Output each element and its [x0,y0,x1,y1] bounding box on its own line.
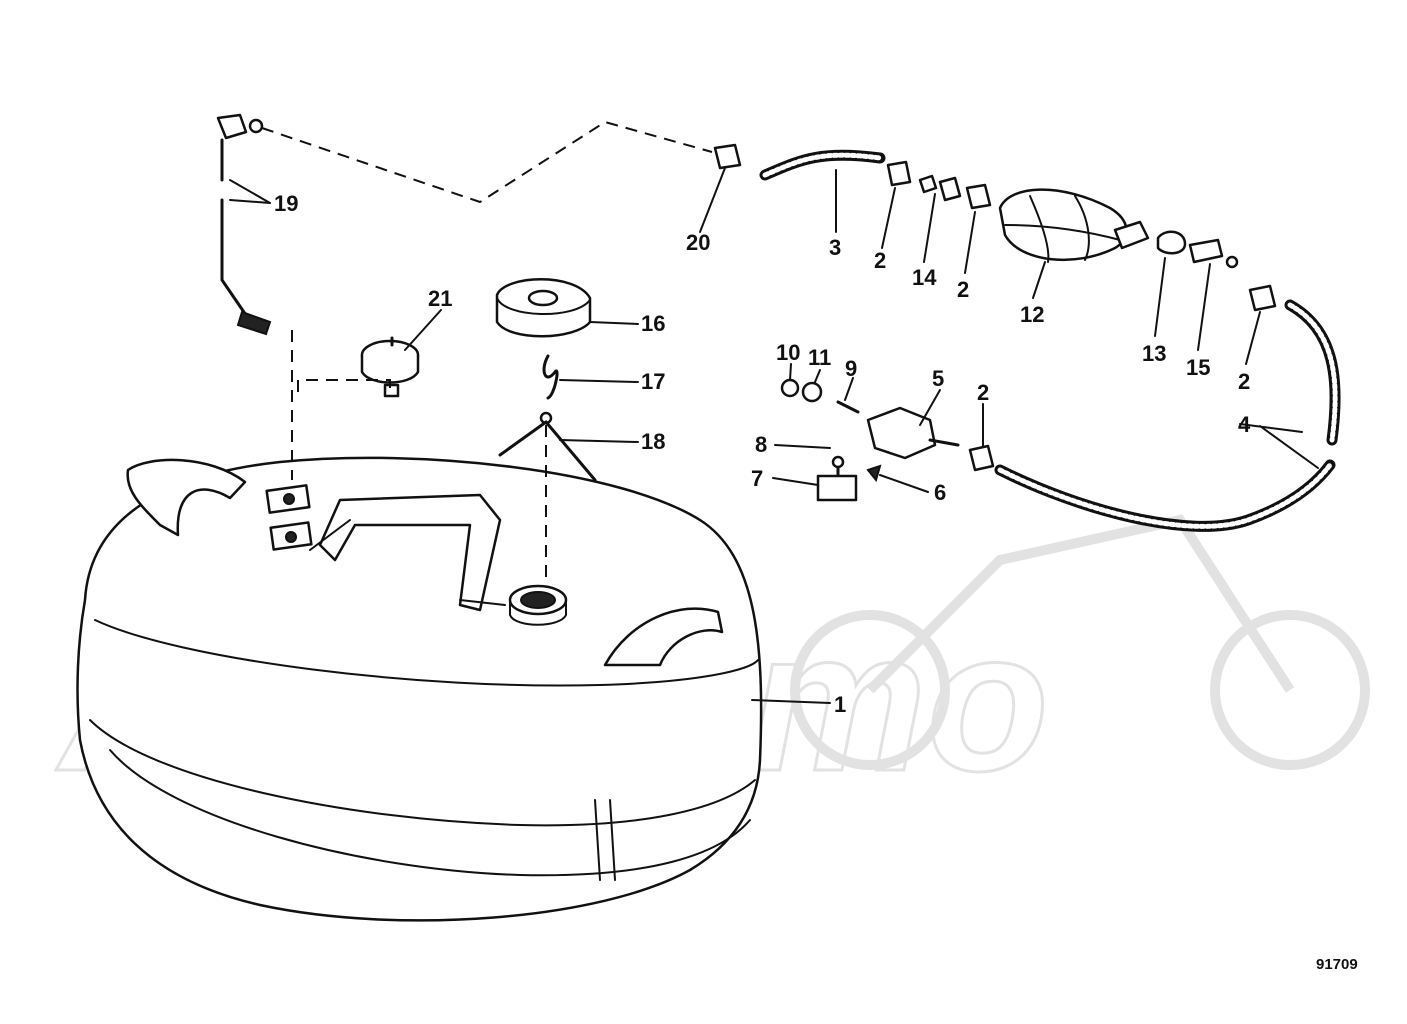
callout-2c: 2 [1238,369,1250,394]
fuel-tank [76,456,763,922]
reference-number: 91709 [1316,956,1358,973]
cap-retainer-and-chain [498,354,597,482]
callout-8: 8 [755,432,767,457]
assembly-guides [261,120,713,585]
tank-side-hose [968,299,1341,532]
callout-21: 21 [428,286,452,311]
callout-10: 10 [776,340,800,365]
fuel-gauge [360,336,420,398]
callout-11: 11 [808,345,831,370]
callout-leaders [229,167,1319,704]
callout-18: 18 [641,429,665,454]
filler-cap [495,278,592,338]
callout-2b: 2 [957,277,969,302]
callout-1: 1 [834,692,846,717]
callout-5: 5 [932,366,944,391]
callout-2d: 2 [977,380,989,405]
callout-15: 15 [1186,355,1210,380]
callout-17: 17 [641,369,665,394]
tank-connector [780,378,960,502]
callout-20: 20 [686,230,710,255]
engine-side-hose [713,143,992,210]
watermark-wheel-rear [1210,610,1370,770]
callout-3: 3 [829,235,841,260]
watermark-frame [866,514,1295,694]
callout-4: 4 [1238,412,1251,437]
callout-13: 13 [1142,341,1166,366]
callout-12: 12 [1020,302,1044,327]
callout-7: 7 [751,466,763,491]
watermark-wheel-front [790,610,950,770]
callout-19: 19 [274,191,298,216]
callout-2a: 2 [874,248,886,273]
callout-6: 6 [934,480,946,505]
callout-labels: 1 2 2 2 2 3 4 5 6 7 8 9 10 11 12 13 14 1… [274,191,1358,973]
callout-16: 16 [641,311,665,336]
primer-bulb [998,188,1277,312]
callout-14: 14 [912,265,937,290]
pickup-tube-assembly [216,113,272,336]
callout-9: 9 [845,356,857,381]
